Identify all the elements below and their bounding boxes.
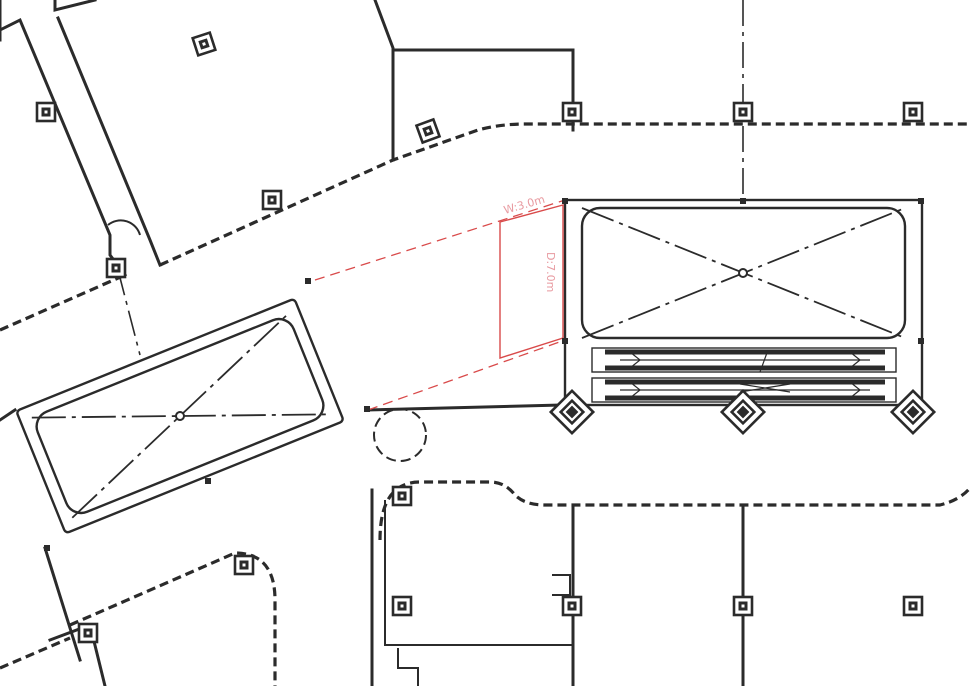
tick-mark [918, 338, 924, 344]
column-radius-circle [373, 408, 427, 462]
column-marker-icon [35, 101, 57, 123]
markup-guide-bottom [367, 339, 566, 411]
column-marker-icon [77, 622, 99, 644]
wall-building-edge [373, 0, 395, 162]
markup-guide-top [314, 199, 566, 281]
escalator-break-2 [739, 383, 791, 393]
wall-building-top [391, 48, 575, 114]
wall-lines [0, 0, 575, 278]
shop-door-frame [397, 648, 419, 686]
tick-mark [562, 338, 568, 344]
column-marker-icon [233, 554, 255, 576]
column-marker-icon [889, 388, 937, 436]
column-marker-icon [902, 595, 924, 617]
escalator-icon [591, 347, 897, 403]
wall-top-fragment [53, 0, 97, 12]
void-right-center [738, 268, 748, 278]
door-swing-icon-2 [552, 574, 571, 596]
void-right [563, 198, 924, 407]
column-marker-icon [391, 485, 413, 507]
escalator-arrows-2 [629, 381, 861, 399]
corridor-lower-left-stub [0, 636, 71, 670]
red-markup: W:3.0m D:7.0m [314, 193, 566, 411]
corridor-bottom-edge [378, 480, 970, 541]
depth-dimension-label: D:7.0m [544, 252, 557, 292]
tick-mark [305, 278, 311, 284]
corridor-lower-left-edge [69, 551, 277, 686]
column-marker-icon [391, 595, 413, 617]
column-marker-icon [732, 595, 754, 617]
tick-mark [562, 198, 568, 204]
column-marker-icon [561, 101, 583, 123]
shop-inner-wall [384, 500, 573, 646]
corridor-top-edge [159, 122, 970, 267]
column-marker-icon [561, 595, 583, 617]
void-left-center [175, 411, 185, 421]
wall-left-stub [0, 407, 18, 422]
void-left [16, 298, 344, 534]
tick-mark [364, 406, 370, 412]
column-marker-icon [191, 31, 217, 57]
wall-lower-left [43, 546, 82, 662]
escalator-break-1 [759, 349, 769, 373]
column-marker-icon [719, 388, 767, 436]
corridor-dashed-edges [0, 122, 970, 686]
column-markers [35, 31, 937, 644]
escalator-arrows-1 [629, 351, 861, 369]
tick-mark [44, 545, 50, 551]
grid-centerlines [117, 0, 744, 356]
column-marker-icon [261, 189, 283, 211]
tick-mark [740, 198, 746, 204]
tick-mark [205, 478, 211, 484]
column-marker-icon [548, 388, 596, 436]
wall-diagonal-left [0, 17, 128, 278]
door-swing-icon [107, 219, 141, 236]
wall-diagonal-inner [56, 16, 162, 267]
column-marker-icon [105, 257, 127, 279]
centerline-left [117, 269, 141, 356]
void-connector-line [366, 403, 562, 412]
corridor-left-edge [0, 273, 126, 332]
width-dimension-label: W:3.0m [502, 193, 546, 217]
tick-mark [918, 198, 924, 204]
column-marker-icon [414, 117, 442, 145]
edge-ticks [44, 198, 924, 551]
column-marker-icon [732, 101, 754, 123]
column-marker-icon [902, 101, 924, 123]
